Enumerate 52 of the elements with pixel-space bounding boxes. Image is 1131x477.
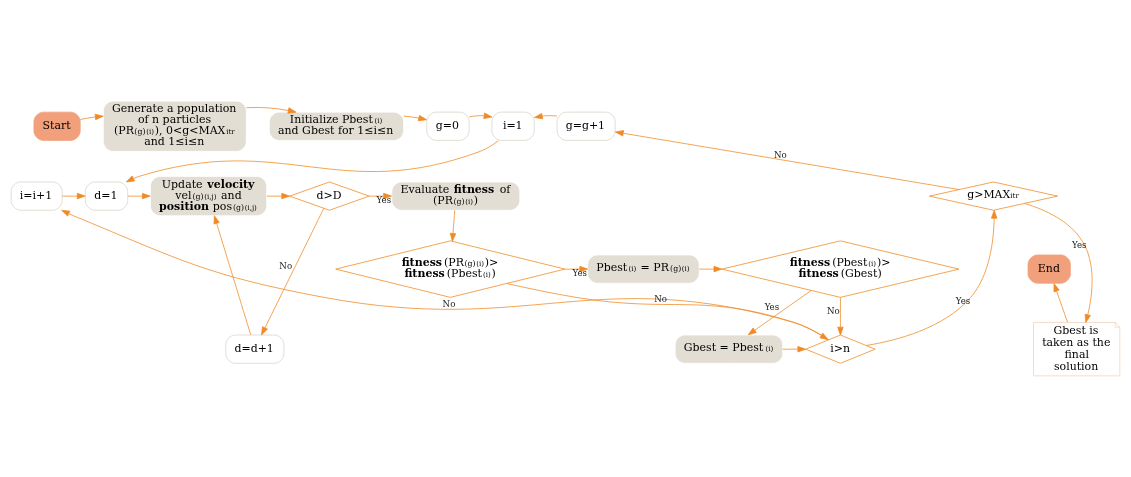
edge-label: No xyxy=(442,298,456,309)
node-box: g=0 xyxy=(426,111,470,141)
edge-label: Yes xyxy=(764,302,780,313)
node-box: g=g+1 xyxy=(556,111,616,141)
arrow xyxy=(127,193,151,200)
node-box: i=1 xyxy=(491,111,535,141)
arrow xyxy=(468,112,493,119)
arrow xyxy=(61,193,86,200)
edge-label: Yes xyxy=(572,268,588,279)
node-box: Update velocity vel(g)(i,j) and position pos(g)(i,j) xyxy=(150,176,268,217)
node-box: Start xyxy=(33,111,81,141)
node-box: Pbest(i) = PR(g)(i) xyxy=(587,254,700,284)
arrow xyxy=(506,283,829,341)
arrow xyxy=(266,193,290,200)
node-box: d=1 xyxy=(84,181,129,211)
arrow xyxy=(564,265,588,273)
arrow xyxy=(61,209,829,341)
node-box: Evaluate fitness of (PR(g)(i)) xyxy=(391,181,521,211)
node-diamond: d>D xyxy=(289,181,370,211)
arrow xyxy=(79,113,104,121)
arrow xyxy=(865,209,998,346)
edge-label: No xyxy=(279,261,293,272)
arrow xyxy=(782,346,807,353)
node-box: i=i+1 xyxy=(10,181,63,211)
edge-label: No xyxy=(773,150,787,161)
node-diamond: fitness(Pbest(i))> fitness(Gbest) xyxy=(721,240,960,298)
arrow xyxy=(615,130,960,190)
arrow xyxy=(747,290,812,336)
edge-label: Yes xyxy=(955,296,971,307)
edge-label: No xyxy=(654,293,668,304)
node-box: Initialize Pbest(i) and Gbest for 1≤i≤n xyxy=(269,111,404,141)
edge-label: Yes xyxy=(1072,239,1087,250)
edge-label: No xyxy=(827,305,840,316)
node-box: Generate a population of n particles (PR(g)(i)), 0<g<MAXitr and 1≤i≤n xyxy=(103,100,247,152)
arrow xyxy=(213,215,252,336)
node-diamond: g>MAXitr xyxy=(929,181,1058,211)
arrow xyxy=(837,297,844,336)
arrow xyxy=(368,193,392,200)
arrow xyxy=(698,265,723,273)
node-box: End xyxy=(1027,254,1071,284)
arrow xyxy=(1024,203,1093,323)
arrow xyxy=(403,115,427,122)
arrow xyxy=(261,207,325,336)
arrow xyxy=(125,140,499,183)
arrow xyxy=(534,113,558,120)
arrow xyxy=(246,107,297,114)
arrow xyxy=(1053,283,1068,323)
node-diamond: fitness(PR(g)(i))> fitness(Pbest(i)) xyxy=(335,240,566,298)
edge-label: Yes xyxy=(376,195,392,206)
node-box: Gbest = Pbest(i) xyxy=(674,334,784,364)
node-box: d=d+1 xyxy=(225,334,285,364)
arrow xyxy=(449,209,457,242)
